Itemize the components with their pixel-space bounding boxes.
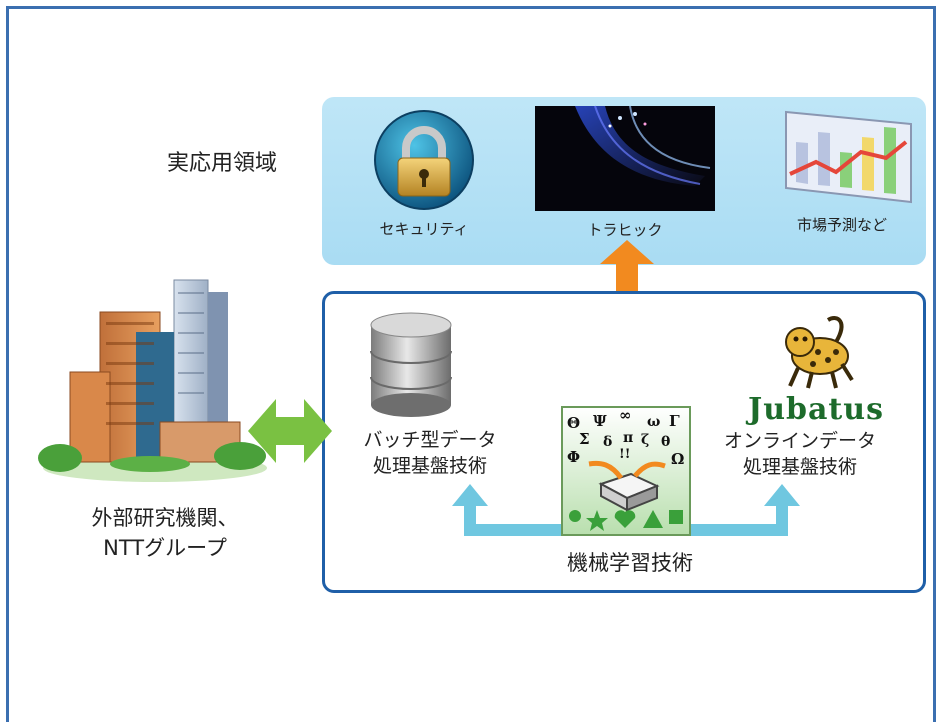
external-line1: 外部研究機関、 — [91, 506, 239, 530]
external-line2: NTTグループ — [103, 536, 227, 560]
database-icon — [370, 312, 452, 417]
symbol: Ψ — [593, 412, 607, 430]
symbol: Ω — [671, 450, 684, 468]
symbol: !! — [619, 447, 630, 462]
batch-line1: バッチ型データ — [363, 429, 497, 451]
padlock-icon — [374, 110, 474, 210]
office-buildings-icon — [38, 279, 267, 482]
external-partners-label: 外部研究機関、 NTTグループ — [55, 503, 275, 563]
symbol: Φ — [567, 448, 580, 466]
symbol: ζ — [641, 432, 649, 448]
application-label-security: セキュリティ — [379, 220, 469, 238]
symbol: ω — [647, 414, 660, 430]
symbol: π — [623, 430, 633, 446]
application-label-market: 市場予測など — [796, 216, 887, 234]
symbol: Σ — [579, 430, 590, 448]
applications-title: 実応用領域 — [167, 151, 278, 176]
batch-line2: 処理基盤技術 — [372, 455, 487, 477]
symbol: δ — [603, 434, 612, 450]
machine-learning-label: 機械学習技術 — [567, 551, 693, 575]
symbol: ∞ — [619, 406, 632, 424]
symbol: Θ — [567, 414, 580, 432]
green-double-arrow — [248, 399, 332, 463]
outer-frame — [6, 6, 936, 722]
math-symbols: Θ Ψ ∞ ω Γ Σ δ π ζ θ Φ !! Ω — [567, 406, 684, 468]
application-label-traffic: トラヒック — [587, 221, 663, 239]
market-chart-icon — [785, 110, 912, 204]
online-line1: オンラインデータ — [723, 430, 876, 452]
online-line2: 処理基盤技術 — [742, 456, 857, 478]
jubatus-logo: Jubatus — [748, 392, 884, 427]
symbol: Γ — [669, 412, 680, 430]
symbol: θ — [661, 434, 670, 450]
machine-learning-icon — [561, 406, 691, 536]
fiber-optic-icon — [535, 105, 715, 211]
batch-processing-label: バッチ型データ 処理基盤技術 — [345, 427, 515, 479]
jaguar-mascot-icon — [785, 316, 854, 389]
online-processing-label: オンラインデータ 処理基盤技術 — [710, 428, 890, 480]
